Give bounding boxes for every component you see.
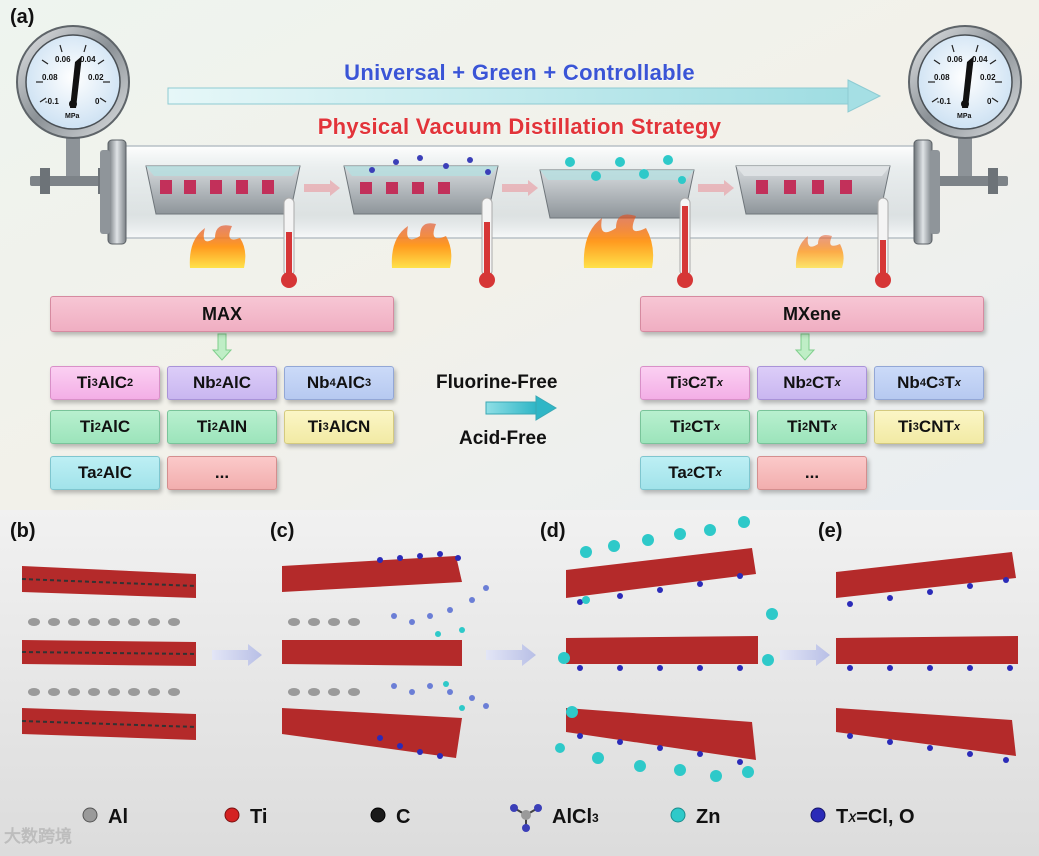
c-legend-icon bbox=[370, 807, 386, 823]
fluorine-free-label: Fluorine-Free bbox=[436, 372, 558, 393]
gauge-label: -0.1 bbox=[937, 97, 951, 106]
left-pressure-gauge: 0.06 0.04 0.08 0.02 -0.1 0 MPa bbox=[16, 25, 130, 194]
ti-c-layer bbox=[21, 708, 197, 740]
max-chip-more: ... bbox=[167, 456, 277, 490]
gauge-unit: MPa bbox=[65, 113, 80, 120]
title-universal-green-controllable: Universal + Green + Controllable bbox=[344, 60, 695, 85]
panel-label-a: (a) bbox=[10, 6, 35, 28]
zn-legend-icon bbox=[670, 807, 686, 823]
gauge-label: 0.02 bbox=[88, 73, 104, 82]
top-arrow bbox=[167, 79, 882, 113]
legend-symbols bbox=[82, 804, 826, 832]
gauge-label: 0.06 bbox=[55, 55, 71, 64]
gauge-unit: MPa bbox=[957, 113, 972, 120]
gauge-label: 0.04 bbox=[80, 55, 96, 64]
mxene-header: MXene bbox=[640, 296, 984, 332]
legend-zn: Zn bbox=[696, 806, 721, 828]
mxene-chip-more: ... bbox=[757, 456, 867, 490]
legend-c: C bbox=[396, 806, 411, 828]
gauge-label: 0.06 bbox=[947, 55, 963, 64]
process-arrow bbox=[485, 395, 557, 421]
panel-label-d: (d) bbox=[540, 520, 566, 542]
ti-c-layer bbox=[21, 640, 197, 666]
arrow-d-e bbox=[780, 644, 830, 666]
max-header: MAX bbox=[50, 296, 394, 332]
al-layer bbox=[28, 688, 180, 696]
arrow-b-c bbox=[212, 644, 262, 666]
zn-clusters bbox=[555, 516, 778, 782]
panel-b-structure bbox=[21, 566, 197, 740]
boat-4 bbox=[735, 165, 891, 215]
gauge-label: 0.04 bbox=[972, 55, 988, 64]
boat-3 bbox=[539, 155, 695, 219]
gauge-label: 0 bbox=[987, 97, 992, 106]
panel-d-structure bbox=[555, 516, 778, 782]
legend-al: Al bbox=[108, 806, 128, 828]
panel-c-structure bbox=[282, 551, 489, 759]
gauge-label: -0.1 bbox=[45, 97, 59, 106]
gauge-label: 0.08 bbox=[934, 73, 950, 82]
gauge-label: 0 bbox=[95, 97, 100, 106]
gauge-needle bbox=[70, 56, 82, 108]
right-pressure-gauge: 0.06 0.04 0.08 0.02 -0.1 0 MPa bbox=[908, 25, 1022, 194]
title-physical-vacuum-distillation: Physical Vacuum Distillation Strategy bbox=[317, 114, 722, 139]
panel-label-e: (e) bbox=[818, 520, 843, 542]
boat-1 bbox=[145, 165, 301, 215]
tx-legend-icon bbox=[810, 807, 826, 823]
thermometers bbox=[281, 197, 891, 288]
gauge-needle bbox=[962, 56, 974, 108]
watermark-text: 大数跨境 bbox=[4, 827, 72, 846]
ti-c-layer bbox=[21, 566, 197, 598]
gauge-label: 0.02 bbox=[980, 73, 996, 82]
alcl3-legend-icon bbox=[510, 804, 542, 832]
panel-label-b: (b) bbox=[10, 520, 36, 542]
legend-ti: Ti bbox=[250, 806, 268, 828]
al-layer bbox=[28, 618, 180, 626]
arrow-c-d bbox=[486, 644, 536, 666]
acid-free-label: Acid-Free bbox=[459, 428, 547, 449]
al-legend-icon bbox=[82, 807, 98, 823]
panel-label-c: (c) bbox=[270, 520, 295, 542]
gauge-label: 0.08 bbox=[42, 73, 58, 82]
flames bbox=[189, 214, 844, 268]
panel-e-structure bbox=[836, 552, 1018, 763]
header-down-arrows bbox=[211, 333, 816, 361]
ti-legend-icon bbox=[224, 807, 240, 823]
